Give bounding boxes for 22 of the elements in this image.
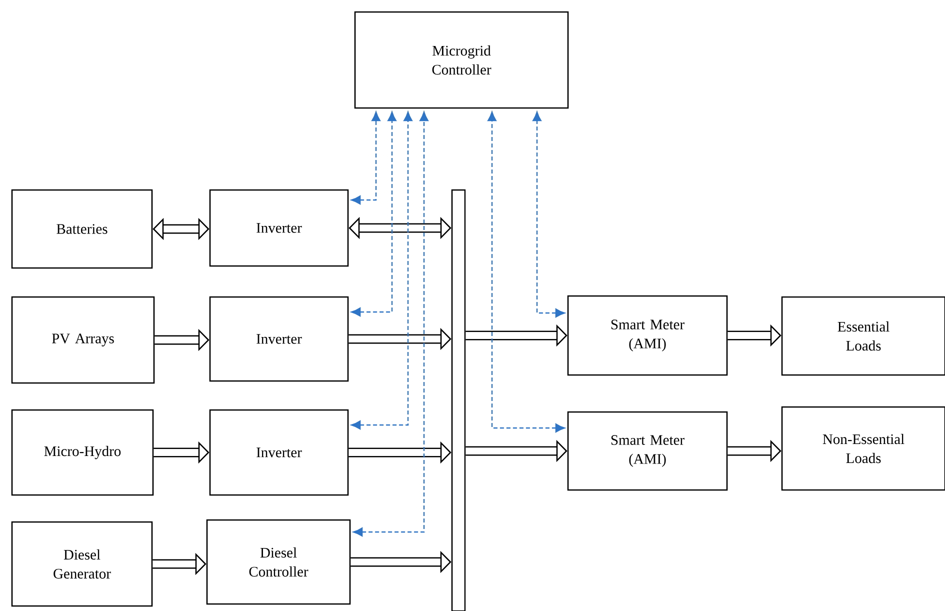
- block-box: Diesel Controller: [206, 519, 351, 605]
- arrow: [351, 112, 412, 430]
- block-box: Micro-Hydro: [11, 409, 154, 496]
- arrow: [488, 112, 565, 432]
- block-box: Batteries: [11, 189, 153, 269]
- arrow: [532, 112, 565, 318]
- block-box: Smart Meter (AMI): [567, 295, 728, 376]
- block-box: Inverter: [209, 189, 349, 267]
- block-box: Microgrid Controller: [354, 11, 569, 109]
- bus-bar: [451, 189, 466, 611]
- arrow: [348, 216, 452, 240]
- block-box: Inverter: [209, 409, 349, 496]
- arrow: [152, 218, 210, 240]
- arrow: [351, 112, 380, 204]
- block-box: Non-Essential Loads: [781, 406, 945, 491]
- block-box: Diesel Generator: [11, 521, 153, 607]
- arrow: [353, 112, 428, 536]
- block-box: Smart Meter (AMI): [567, 411, 728, 491]
- block-box: PV Arrays: [11, 296, 155, 384]
- block-box: Essential Loads: [781, 296, 945, 376]
- block-box: Inverter: [209, 296, 349, 382]
- arrow: [351, 112, 396, 316]
